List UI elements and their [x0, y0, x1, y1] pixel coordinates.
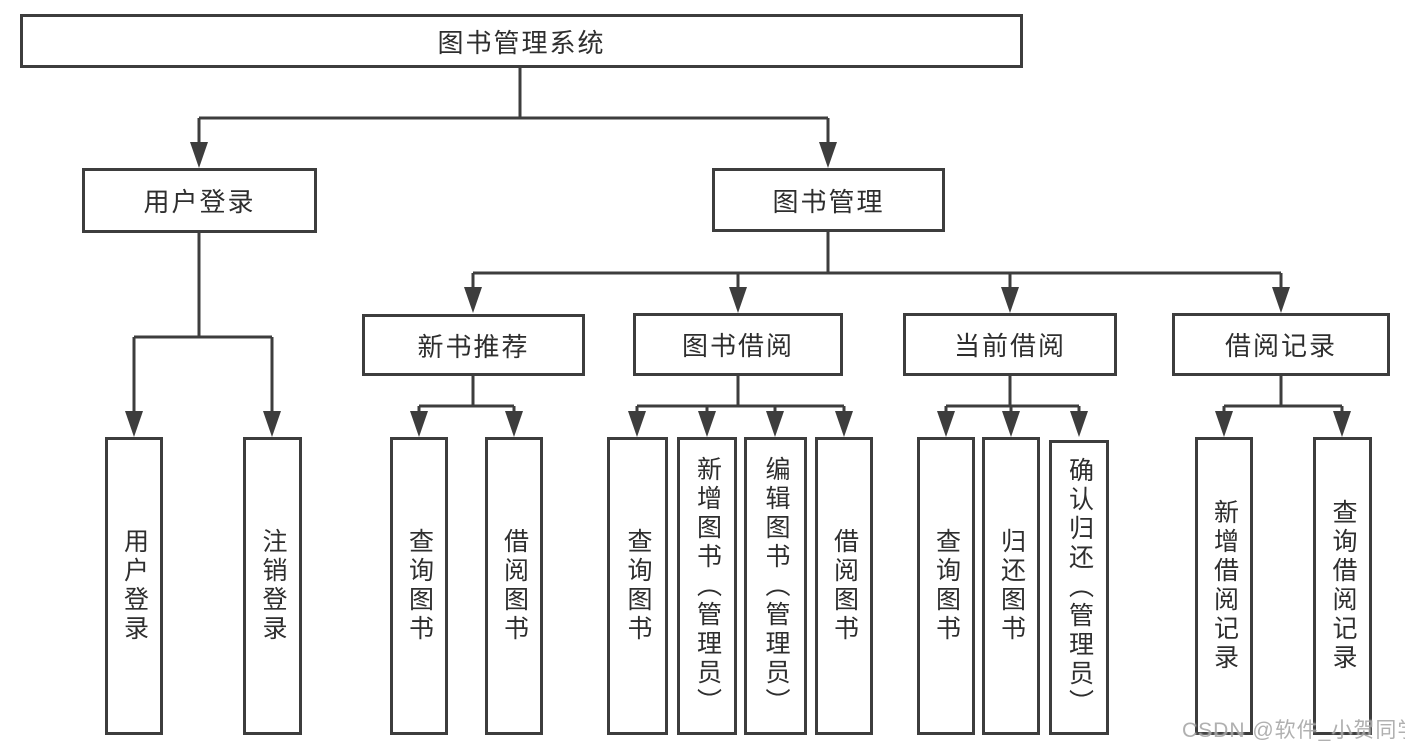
node-user-login: 用户登录	[82, 168, 317, 233]
node-label: 图书管理	[772, 186, 885, 217]
leaf-add-borrow-record: 新增借阅记录	[1195, 437, 1253, 735]
node-label: 图书管理系统	[437, 27, 606, 58]
node-book-borrow: 图书借阅	[633, 313, 843, 376]
leaf-logout: 注销登录	[243, 437, 302, 735]
leaf-return-book: 归还图书	[982, 437, 1040, 735]
node-label: 新书推荐	[417, 331, 530, 362]
node-label: 注销登录	[259, 528, 287, 644]
arrow-new-book-icon	[464, 287, 482, 313]
node-label: 编辑图书（管理员）	[762, 455, 790, 717]
node-label: 查询图书	[405, 528, 434, 644]
leaf-confirm-return-admin: 确认归还（管理员）	[1049, 440, 1109, 735]
arrow-add-record-icon	[1215, 411, 1233, 437]
arrow-v-user-login-icon	[125, 411, 143, 437]
node-label: 图书借阅	[681, 331, 794, 361]
node-current-borrow: 当前借阅	[903, 313, 1117, 376]
node-label: 新增借阅记录	[1210, 499, 1239, 673]
node-label: 用户登录	[120, 528, 149, 644]
node-label: 用户登录	[143, 187, 256, 217]
node-label: 借阅图书	[500, 528, 529, 644]
node-label: 查询借阅记录	[1329, 499, 1357, 673]
arrow-edit-book-icon	[766, 411, 784, 437]
arrow-book-borrow-icon	[729, 287, 747, 313]
arrow-current-borrow-icon	[1001, 287, 1019, 313]
arrow-confirm-return-icon	[1070, 411, 1088, 437]
leaf-query-borrow-record: 查询借阅记录	[1313, 437, 1372, 735]
leaf-user-login: 用户登录	[105, 437, 163, 735]
node-borrow-record: 借阅记录	[1172, 313, 1390, 376]
arrow-query2-icon	[628, 411, 646, 437]
csdn-watermark: CSDN @软件_小贺同学	[1182, 719, 1405, 742]
arrow-borrow2-icon	[835, 411, 853, 437]
node-label: 归还图书	[997, 528, 1026, 644]
leaf-add-book-admin: 新增图书（管理员）	[677, 437, 737, 735]
arrow-user-login-icon	[190, 142, 208, 168]
arrow-borrow-record-icon	[1272, 287, 1290, 313]
node-label: 查询图书	[932, 528, 961, 644]
leaf-query-book-3: 查询图书	[917, 437, 975, 735]
leaf-borrow-book-2: 借阅图书	[815, 437, 873, 735]
node-book-management: 图书管理	[712, 168, 945, 232]
leaf-query-book-1: 查询图书	[390, 437, 448, 735]
leaf-borrow-book-1: 借阅图书	[485, 437, 543, 735]
node-new-book-recommend: 新书推荐	[362, 314, 585, 376]
node-label: 新增图书（管理员）	[693, 455, 722, 717]
arrowheads	[125, 142, 1351, 437]
node-label: 当前借阅	[953, 331, 1066, 361]
arrow-v-logout-icon	[263, 411, 281, 437]
arrow-query1-icon	[410, 411, 428, 437]
leaf-edit-book-admin: 编辑图书（管理员）	[744, 437, 807, 735]
leaf-query-book-2: 查询图书	[607, 437, 668, 735]
arrow-return-book-icon	[1002, 411, 1020, 437]
node-library-management-system: 图书管理系统	[20, 14, 1023, 68]
node-label: 借阅图书	[830, 528, 859, 644]
arrow-book-mgmt-icon	[819, 142, 837, 168]
node-label: 借阅记录	[1224, 331, 1337, 361]
node-label: 查询图书	[624, 528, 652, 644]
arrow-add-book-icon	[698, 411, 716, 437]
arrow-query-record-icon	[1333, 411, 1351, 437]
arrow-borrow1-icon	[505, 411, 523, 437]
arrow-query3-icon	[937, 411, 955, 437]
node-label: 确认归还（管理员）	[1065, 457, 1094, 718]
